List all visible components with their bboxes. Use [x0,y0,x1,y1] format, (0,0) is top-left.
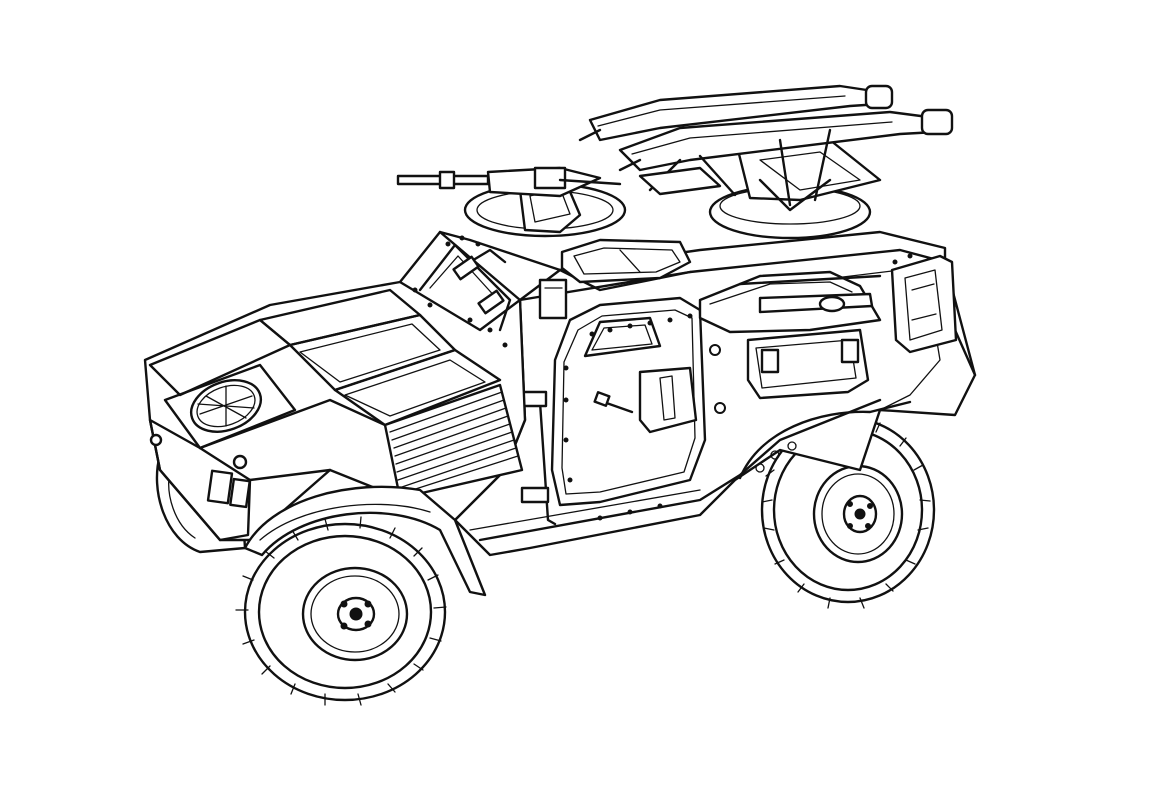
roof-hatch [560,238,692,284]
missile-launcher [578,84,954,240]
front-wheel [235,516,447,706]
engine-deck [143,280,527,542]
windshield-frame [398,230,568,348]
front-fender [243,485,487,597]
rear-wheel [760,416,936,609]
machine-gun-turret [396,166,627,238]
rear-fender [738,400,912,480]
side-door [518,296,707,526]
rear-stowage [698,254,958,400]
